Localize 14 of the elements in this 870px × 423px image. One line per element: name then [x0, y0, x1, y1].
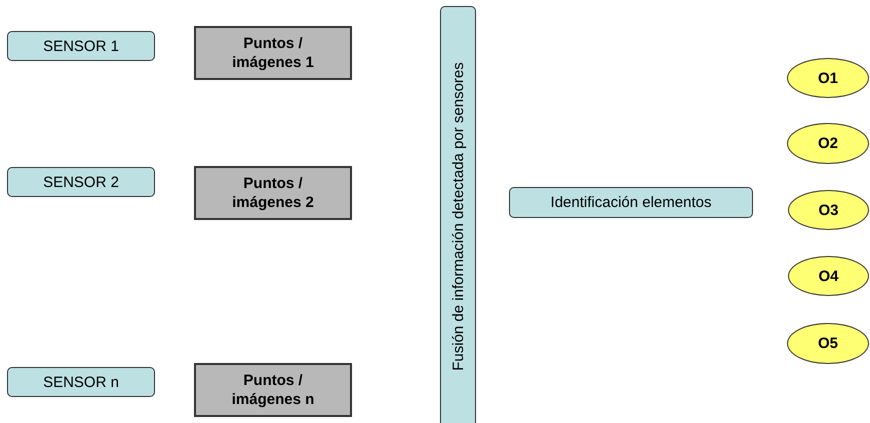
element-ellipse: O1: [787, 58, 869, 98]
sensor-box: SENSOR n: [7, 367, 155, 397]
data-box: Puntos / imágenes n: [194, 363, 352, 417]
sensor-box: SENSOR 1: [7, 31, 155, 61]
sensor-box: SENSOR 2: [7, 167, 155, 197]
data-box: Puntos / imágenes 2: [194, 166, 352, 220]
element-ellipse: O3: [788, 190, 869, 230]
process-box: Identificación elementos: [509, 187, 753, 218]
element-ellipse: O4: [788, 256, 869, 296]
data-box: Puntos / imágenes 1: [194, 26, 352, 80]
element-ellipse: O5: [787, 323, 869, 364]
fusion-bar: [440, 6, 476, 423]
element-ellipse: O2: [787, 123, 869, 164]
vertical-label: Fusión de información detectada por sensores: [450, 62, 466, 371]
